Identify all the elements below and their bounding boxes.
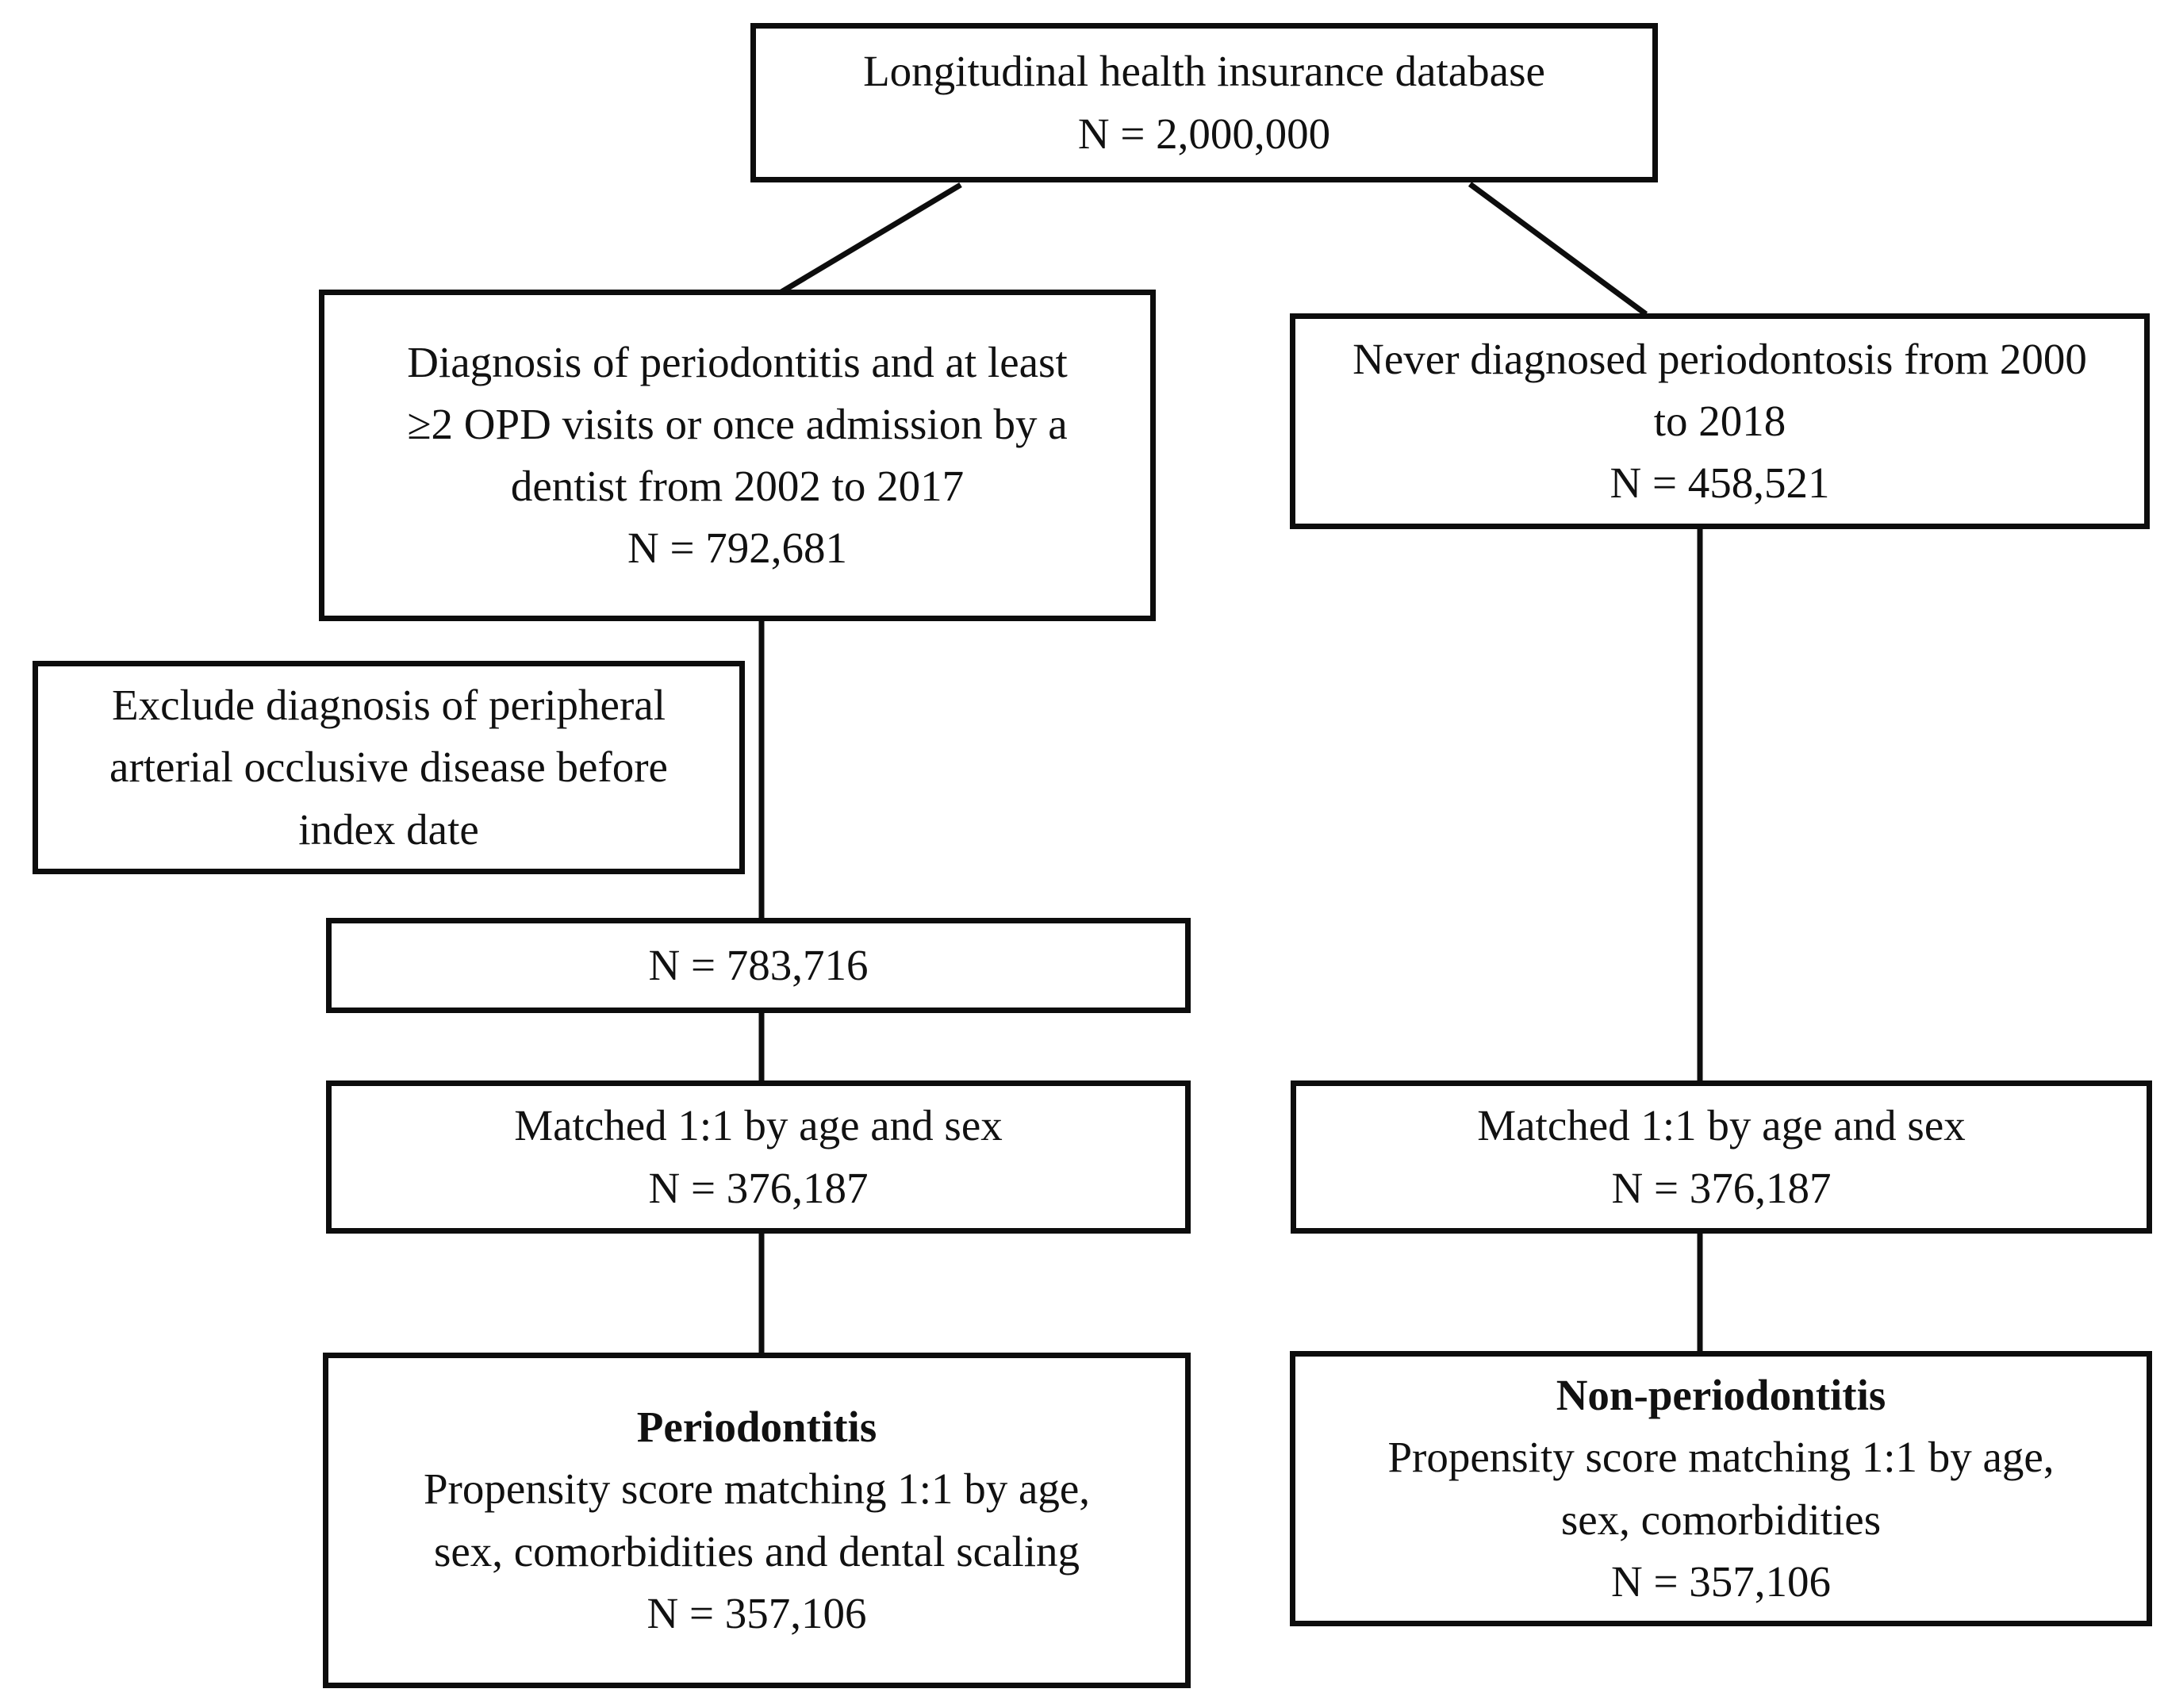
periodontitis-branch-box: Diagnosis of periodontitis and at least … [319,290,1156,621]
database-box: Longitudinal health insurance database N… [750,23,1658,182]
final-periodontitis-n: N = 357,106 [647,1588,867,1637]
final-non-periodontitis-text: Propensity score matching 1:1 by age, se… [1387,1433,2055,1544]
edge-database-to-perio [780,182,962,295]
final-non-periodontitis-box: Non-periodontitis Propensity score match… [1290,1351,2152,1626]
exclusion-box: Exclude diagnosis of peripheral arterial… [33,661,745,874]
matched-right-n: N = 376,187 [1611,1163,1832,1212]
matched-right-box: Matched 1:1 by age and sex N = 376,187 [1291,1080,2152,1234]
periodontitis-branch-n: N = 792,681 [627,524,847,573]
matched-left-box: Matched 1:1 by age and sex N = 376,187 [326,1080,1191,1234]
final-non-periodontitis-n: N = 357,106 [1611,1556,1831,1606]
non-periodontitis-branch-text: Never diagnosed periodontosis from 2000 … [1352,334,2087,445]
periodontitis-branch-text: Diagnosis of periodontitis and at least … [407,337,1068,510]
matched-left-text: Matched 1:1 by age and sex [514,1101,1003,1150]
matched-left-n: N = 376,187 [648,1163,869,1212]
final-periodontitis-title: Periodontitis [636,1403,877,1452]
final-periodontitis-text: Propensity score matching 1:1 by age, se… [423,1464,1091,1576]
non-periodontitis-branch-n: N = 458,521 [1610,459,1830,508]
database-box-text: Longitudinal health insurance database [863,47,1545,96]
edge-database-to-nonperio [1468,182,1648,317]
final-periodontitis-box: Periodontitis Propensity score matching … [323,1353,1191,1688]
exclusion-text: Exclude diagnosis of peripheral arterial… [109,681,668,854]
after-exclusion-n: N = 783,716 [648,940,869,989]
after-exclusion-box: N = 783,716 [326,918,1191,1013]
matched-right-text: Matched 1:1 by age and sex [1477,1101,1966,1150]
non-periodontitis-branch-box: Never diagnosed periodontosis from 2000 … [1290,313,2150,529]
final-non-periodontitis-title: Non-periodontitis [1556,1371,1886,1420]
database-box-n: N = 2,000,000 [1077,109,1331,158]
